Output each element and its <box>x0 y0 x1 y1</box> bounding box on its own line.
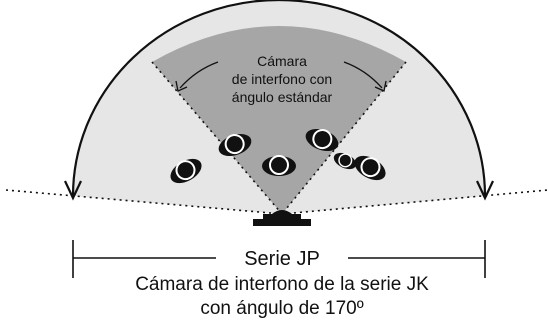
series-label: Serie JP <box>244 248 320 270</box>
people-group <box>170 128 386 184</box>
standard-angle-label-line3: ángulo estándar <box>232 89 333 105</box>
caption-line1: Cámara de interfono de la serie JK <box>135 274 429 295</box>
standard-angle-right-arrowhead-icon <box>374 80 387 92</box>
horizon-dotted-left <box>5 189 283 215</box>
standard-boundary-right <box>281 61 407 215</box>
person-silhouette-icon <box>354 155 386 181</box>
standard-angle-label-line2: de interfono con <box>232 71 332 87</box>
person-silhouette-icon <box>170 158 202 184</box>
intercom-camera-icon <box>253 210 311 226</box>
horizon-dotted-right <box>281 189 548 215</box>
left-arrowhead-icon <box>64 180 82 201</box>
caption-line2: con ángulo de 170º <box>200 298 363 319</box>
person-silhouette-icon <box>218 133 252 157</box>
person-silhouette-icon <box>262 155 296 176</box>
standard-angle-left-arrowhead-icon <box>175 80 188 92</box>
standard-angle-field <box>152 26 406 214</box>
right-arrowhead-icon <box>476 180 494 201</box>
coverage-arc <box>71 0 487 197</box>
person-silhouette-icon <box>305 128 339 152</box>
person-silhouette-icon <box>333 152 357 170</box>
standard-angle-arc-right <box>343 61 383 89</box>
standard-angle-arc-left <box>179 61 219 89</box>
standard-angle-label-line1: Cámara <box>257 53 307 69</box>
